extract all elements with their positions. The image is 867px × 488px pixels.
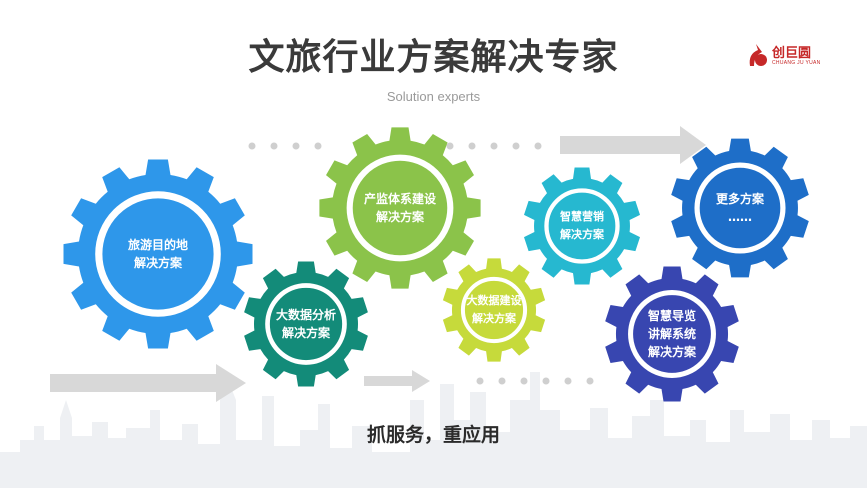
gear-label-line2: 讲解系统 bbox=[647, 327, 697, 341]
gear-label-line2: 解决方案 bbox=[560, 228, 604, 241]
gear-smart-guide bbox=[605, 266, 739, 402]
arrow-bottom-left bbox=[50, 364, 246, 402]
gear-label-smart-marketing: 智慧营销解决方案 bbox=[560, 208, 604, 244]
gear-label-line2: …… bbox=[727, 210, 752, 224]
brand-logo-text: 创巨圆 bbox=[772, 46, 812, 61]
gear-label-bigdata-build: 大数据建设解决方案 bbox=[467, 292, 522, 328]
brand-logo: 创巨圆 CHUANG JU YUAN bbox=[746, 42, 846, 72]
gear-label-more: 更多方案 …… bbox=[716, 190, 764, 226]
brand-logo-subtext: CHUANG JU YUAN bbox=[772, 60, 821, 66]
gear-label-line1: 产监体系建设 bbox=[363, 192, 437, 206]
gear-ring-smart-guide bbox=[628, 290, 716, 378]
gear-label-monitoring: 产监体系建设解决方案 bbox=[364, 190, 436, 226]
gear-label-line1: 旅游目的地 bbox=[127, 238, 189, 252]
gear-ring-bigdata-build bbox=[460, 276, 528, 344]
gear-bigdata-analysis bbox=[244, 261, 368, 387]
page-title: 文旅行业方案解决专家 bbox=[248, 37, 619, 78]
gear-ring-monitoring bbox=[346, 154, 454, 262]
gear-smart-marketing bbox=[524, 167, 640, 285]
gear-monitoring bbox=[319, 127, 481, 289]
gear-label-smart-guide: 智慧导览讲解系统解决方案 bbox=[648, 307, 696, 361]
gear-ring-tourism bbox=[95, 191, 221, 317]
gear-label-line2: 解决方案 bbox=[472, 312, 516, 325]
gear-label-line2: 解决方案 bbox=[133, 256, 183, 270]
gear-label-line2: 解决方案 bbox=[375, 210, 425, 224]
gear-ring-bigdata-analysis bbox=[265, 283, 347, 365]
brand-logo-icon bbox=[749, 44, 767, 66]
gear-label-tourism: 旅游目的地解决方案 bbox=[128, 236, 188, 272]
page-subtitle: Solution experts bbox=[386, 89, 481, 104]
arrow-bottom-middle bbox=[364, 370, 430, 392]
flow-arrows bbox=[50, 126, 706, 402]
dotted-connectors bbox=[248, 142, 594, 385]
gear-ring-more bbox=[694, 162, 786, 254]
gear-bigdata-build bbox=[442, 258, 546, 362]
gears-layer bbox=[63, 127, 809, 402]
gear-label-line1: 大数据建设 bbox=[466, 294, 522, 307]
gear-label-line2: 解决方案 bbox=[281, 326, 331, 340]
slogan: 抓服务，重应用 bbox=[366, 424, 500, 446]
gear-label-line1: 大数据分析 bbox=[275, 308, 337, 322]
gear-label-line1: 智慧导览 bbox=[647, 309, 697, 323]
gear-label-bigdata-analysis: 大数据分析解决方案 bbox=[276, 306, 336, 342]
gear-more bbox=[671, 138, 809, 278]
gear-label-line1: 智慧营销 bbox=[560, 210, 604, 223]
arrow-top-right bbox=[560, 126, 706, 164]
gear-tourism bbox=[63, 159, 253, 349]
gear-label-line3: 解决方案 bbox=[647, 345, 697, 359]
gear-label-line1: 更多方案 bbox=[715, 192, 765, 206]
gear-ring-smart-marketing bbox=[544, 188, 620, 264]
city-skyline bbox=[0, 372, 867, 488]
